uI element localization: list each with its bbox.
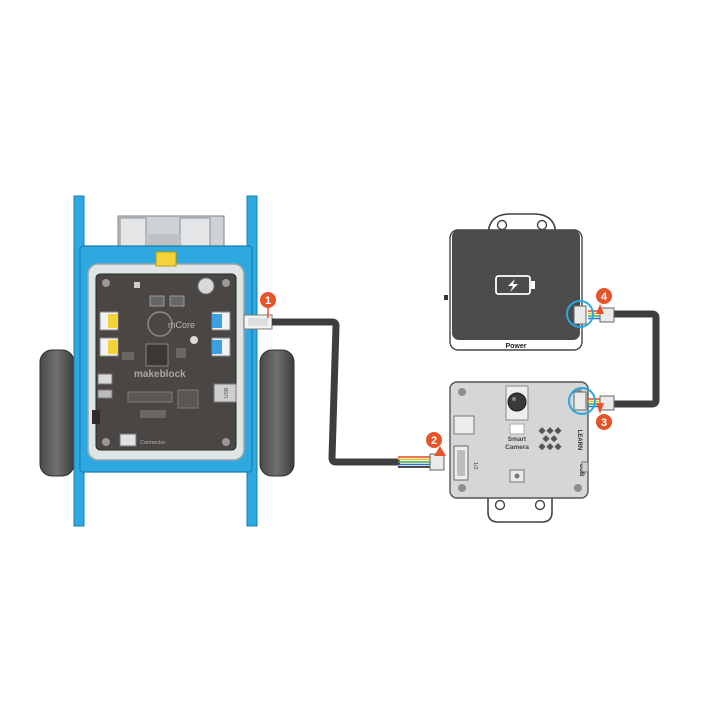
screw-icon <box>222 279 230 287</box>
power-bank: Power <box>444 213 587 351</box>
screw-icon <box>102 438 110 446</box>
step-marker-3-label: 3 <box>601 417 607 429</box>
step-marker-4: 4 <box>596 288 612 314</box>
power-bank-port <box>573 305 587 325</box>
battery-charging-icon <box>495 275 535 295</box>
power-label: Power <box>505 343 526 350</box>
cable-power-to-camera <box>588 307 660 411</box>
buzzer-icon <box>197 277 215 295</box>
mcore-logo-icon <box>147 311 173 337</box>
camera-usb-label: USB <box>578 464 584 477</box>
speaker-grille-icon <box>538 427 562 451</box>
chip <box>176 348 186 358</box>
mcore-label: mCore <box>168 320 195 330</box>
step-marker-4-label: 4 <box>601 291 608 303</box>
mounting-hole-icon <box>536 219 548 231</box>
camera-port-left <box>453 415 475 435</box>
ultrasonic-sensor <box>117 215 225 251</box>
step-marker-2-label: 2 <box>431 435 437 447</box>
step-marker-1: 1 <box>260 292 276 318</box>
camera-power-port <box>573 391 587 411</box>
yellow-button <box>155 251 177 267</box>
camera-lens-icon <box>507 392 527 412</box>
highlight-circle-camera-port <box>568 387 596 415</box>
mounting-hole-icon <box>534 499 546 511</box>
mounting-hole-icon <box>494 499 506 511</box>
camera-name-line2: Camera <box>505 444 529 451</box>
board-usb-port <box>213 383 237 403</box>
right-wheel <box>259 349 295 477</box>
makeblock-logo: makeblock <box>134 369 186 380</box>
mounting-hole-icon <box>496 219 508 231</box>
step-marker-1-label: 1 <box>265 295 271 307</box>
highlight-circle-power-port <box>566 300 594 328</box>
step-marker-2: 2 <box>426 432 446 456</box>
camera-cable-plug <box>429 453 445 471</box>
port-group-right <box>211 311 231 357</box>
port-group-left <box>99 311 119 357</box>
smart-camera: Smart Camera 1/2 LEARN USB <box>449 381 589 523</box>
chip <box>145 343 169 367</box>
camera-name-line1: Smart <box>508 436 527 443</box>
screw-icon <box>102 279 110 287</box>
screw-icon <box>222 438 230 446</box>
camera-port-label: 1/2 <box>472 462 478 470</box>
robot: mCore makeblock USB Connector <box>39 195 295 527</box>
power-switch <box>92 410 100 424</box>
learn-label: LEARN <box>576 430 582 451</box>
chip <box>122 352 134 360</box>
board-connector <box>119 433 137 447</box>
step-marker-3: 3 <box>596 403 612 430</box>
board-usb-label: USB <box>224 387 230 398</box>
left-wheel <box>39 349 75 477</box>
connector-label: Connector <box>140 440 166 446</box>
cable-robot-to-camera <box>272 318 445 471</box>
